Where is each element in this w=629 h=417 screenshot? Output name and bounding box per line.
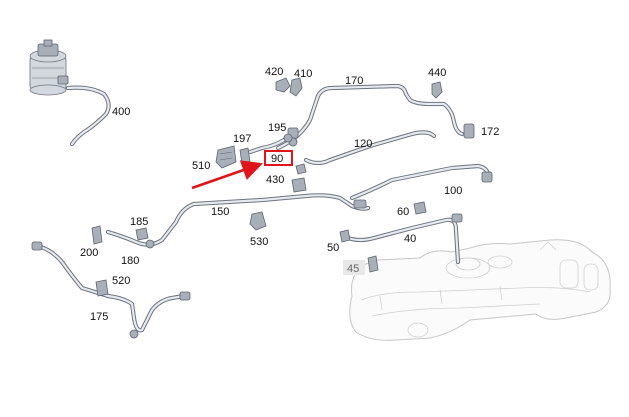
charcoal-canister[interactable] (29, 39, 69, 96)
part-197[interactable] (239, 147, 251, 165)
part-200[interactable] (91, 225, 103, 245)
label-90[interactable]: 90 (271, 153, 283, 165)
clip-410[interactable] (289, 77, 303, 97)
label-175[interactable]: 175 (90, 311, 108, 323)
label-172[interactable]: 172 (481, 126, 499, 138)
label-430[interactable]: 430 (266, 174, 284, 186)
clip-420[interactable] (275, 77, 291, 93)
part-510[interactable] (215, 145, 237, 169)
part-45[interactable] (367, 255, 379, 273)
label-50[interactable]: 50 (327, 242, 339, 254)
part-60[interactable] (413, 201, 427, 215)
label-400[interactable]: 400 (112, 106, 130, 118)
part-50[interactable] (339, 229, 351, 243)
label-45[interactable]: 45 (347, 263, 359, 275)
clip-520[interactable] (95, 279, 109, 297)
label-410[interactable]: 410 (294, 68, 312, 80)
label-420[interactable]: 420 (265, 66, 283, 78)
label-510[interactable]: 510 (192, 160, 210, 172)
part-labels: 400 420 410 170 440 172 197 195 120 510 … (80, 66, 499, 323)
label-530[interactable]: 530 (250, 236, 268, 248)
label-40[interactable]: 40 (404, 233, 416, 245)
label-185[interactable]: 185 (130, 216, 148, 228)
label-170[interactable]: 170 (345, 75, 363, 87)
pipe-100[interactable] (349, 163, 493, 201)
pointer-arrow (191, 160, 263, 190)
fuel-tank[interactable] (349, 239, 611, 341)
pipe-150[interactable] (105, 193, 371, 247)
label-520[interactable]: 520 (112, 275, 130, 287)
label-150[interactable]: 150 (211, 206, 229, 218)
pipe-40[interactable] (345, 213, 463, 265)
label-197[interactable]: 197 (233, 133, 251, 145)
pipe-120[interactable] (303, 130, 437, 166)
part-180[interactable] (145, 239, 155, 249)
connector-172[interactable] (463, 123, 475, 139)
label-180[interactable]: 180 (121, 255, 139, 267)
label-440[interactable]: 440 (428, 67, 446, 79)
part-430[interactable] (291, 163, 307, 193)
label-100[interactable]: 100 (444, 185, 462, 197)
label-60[interactable]: 60 (397, 206, 409, 218)
pipe-170[interactable] (275, 83, 465, 151)
part-185[interactable] (135, 227, 149, 241)
label-195[interactable]: 195 (268, 122, 286, 134)
part-530[interactable] (249, 211, 267, 231)
pipe-90[interactable] (247, 133, 293, 155)
label-120[interactable]: 120 (354, 138, 372, 150)
clip-440[interactable] (431, 81, 443, 99)
pipe-175[interactable] (31, 241, 191, 339)
label-200[interactable]: 200 (80, 247, 98, 259)
label-45-background (343, 260, 365, 275)
highlight-box-90 (264, 150, 293, 166)
hose-400[interactable] (65, 85, 111, 147)
